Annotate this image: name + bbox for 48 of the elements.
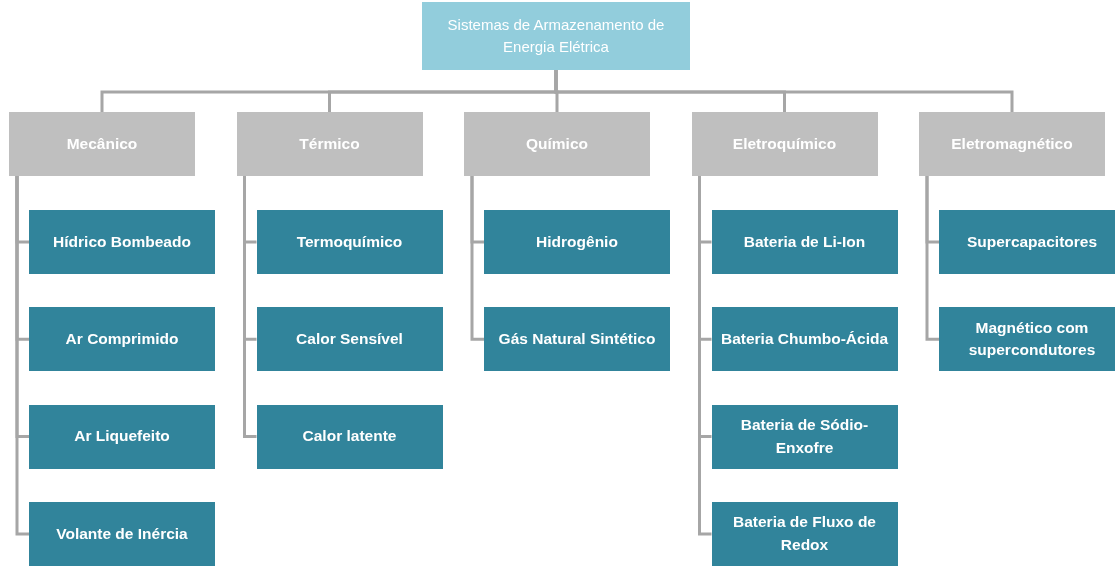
- box-label: Ar Liquefeito: [74, 426, 170, 447]
- connector-line: [470, 176, 484, 341]
- connector-line: [554, 70, 1014, 112]
- box-label: Bateria de Sódio-Enxofre: [739, 415, 870, 458]
- category-box: [9, 112, 195, 176]
- category-box: [464, 112, 650, 176]
- box-label: Magnético com supercondutores: [967, 317, 1097, 361]
- category-box: [919, 112, 1105, 176]
- item-box: [939, 307, 1115, 372]
- item-box: [256, 404, 443, 469]
- box-label: Termoquímico: [296, 231, 403, 252]
- box-label: Volante de Inércia: [56, 523, 188, 544]
- item-box: [29, 404, 215, 469]
- item-box: [256, 210, 443, 274]
- connector-line: [15, 176, 29, 536]
- box-label: Ar Comprimido: [65, 329, 179, 350]
- box-label: Bateria Chumbo-Ácida: [720, 329, 889, 350]
- box-label: Térmico: [299, 133, 360, 154]
- item-box: [256, 307, 443, 372]
- item-box: [711, 307, 898, 372]
- item-box: [939, 210, 1115, 274]
- item-box: [711, 210, 898, 274]
- box-label: Químico: [526, 133, 588, 154]
- box-label: Calor Sensível: [296, 329, 403, 350]
- box-label: Calor latente: [302, 426, 397, 447]
- box-label: Hídrico Bombeado: [53, 231, 191, 252]
- item-box: [29, 501, 215, 566]
- box-label: Bateria de Li-Ion: [743, 231, 866, 252]
- category-box: [236, 112, 423, 176]
- item-box: [711, 404, 898, 469]
- box-label: Gás Natural Sintético: [498, 329, 656, 350]
- box-label: Hidrogênio: [536, 231, 618, 252]
- connector-line: [925, 176, 939, 341]
- box-label: Mecânico: [66, 133, 138, 154]
- box-label: Bateria de Fluxo de Redox: [732, 512, 877, 555]
- item-box: [711, 501, 898, 566]
- item-box: [29, 210, 215, 274]
- box-label: Sistemas de Armazenamento de Energia Elétrica: [446, 15, 666, 57]
- box-label: Eletromagnético: [951, 133, 1073, 154]
- box-label: Eletroquímico: [732, 133, 837, 154]
- item-box: [484, 307, 670, 372]
- root-box: [422, 2, 690, 70]
- box-label: Supercapacitores: [966, 231, 1098, 252]
- item-box: [484, 210, 670, 274]
- connector-line: [698, 176, 712, 536]
- item-box: [29, 307, 215, 372]
- connector-line: [243, 176, 257, 439]
- category-box: [691, 112, 878, 176]
